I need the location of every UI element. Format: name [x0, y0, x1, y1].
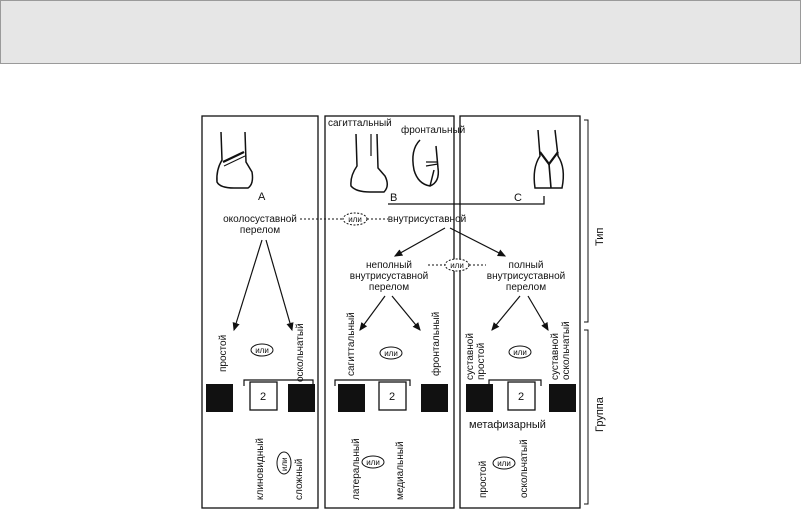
arrow-to-partial — [393, 227, 446, 257]
group-square-a3 — [288, 384, 315, 412]
or-oval-a-group — [250, 343, 274, 357]
b-partial-line1: неполный — [366, 260, 412, 271]
group-bracket-c — [488, 379, 542, 386]
or-label-b-group: или — [384, 349, 398, 358]
group-square-a2 — [249, 381, 278, 411]
group-bracket-a — [243, 379, 314, 386]
or-oval-a-sub — [276, 451, 292, 475]
or-oval-c-group — [508, 345, 532, 359]
arrow-b-left — [359, 295, 386, 331]
arrow-c-right — [527, 295, 549, 332]
b-sub-left: латеральный — [351, 438, 362, 500]
c-sub-left: простой — [478, 461, 489, 498]
or-oval-b-sub — [361, 455, 385, 469]
group-square-a1 — [206, 384, 233, 412]
b-fracture-type: внутрисуставной — [388, 214, 466, 225]
column-c-frame — [459, 115, 581, 509]
a-group-left: простой — [218, 335, 229, 372]
or-label-type: или — [348, 215, 362, 224]
arrow-a-right — [265, 239, 294, 332]
or-oval-c-sub — [492, 456, 516, 470]
type-bracket — [584, 119, 589, 323]
bone-sketch-c — [533, 129, 565, 189]
b-group-right: фронтальный — [430, 312, 442, 376]
a-group-right: оскольчатый — [295, 323, 306, 382]
or-label-b-sub: или — [366, 458, 380, 467]
or-label-partial: или — [450, 261, 464, 270]
top-toolbar-bar — [0, 0, 801, 64]
b-partial-line2: внутрисуставной — [350, 271, 428, 282]
c-group-left-line2: простой — [476, 343, 487, 380]
group-bracket-b — [334, 379, 411, 386]
or-oval-b-group — [379, 346, 403, 360]
c-group-right-line2: оскольчатый — [561, 321, 572, 380]
group-number-a: 2 — [260, 391, 266, 403]
arrow-b-right — [391, 295, 421, 331]
group-square-c1 — [466, 384, 493, 412]
or-label-a-group: или — [255, 346, 269, 355]
bone-sketch-a — [216, 131, 254, 189]
c-group-right-line1: суставной — [550, 333, 561, 380]
column-a-frame — [201, 115, 319, 509]
group-number-c: 2 — [518, 391, 524, 403]
group-bracket — [584, 329, 589, 505]
group-square-b2 — [378, 381, 407, 411]
a-fracture-type-line1: околосуставной — [223, 214, 297, 225]
group-number-b: 2 — [389, 391, 395, 403]
column-b-frame — [324, 115, 455, 509]
b-sub-right: медиальный — [395, 441, 406, 500]
c-complete-line2: внутрисуставной — [487, 271, 565, 282]
c-sub-right: оскольчатый — [519, 439, 530, 498]
or-label-a-sub: или — [280, 457, 289, 471]
arrow-c-left — [491, 295, 521, 331]
c-metaphyseal-label: метафизарный — [469, 419, 546, 431]
a-sub-left: клиновидный — [255, 438, 266, 500]
group-label: Группа — [594, 396, 606, 432]
a-fracture-type-line2: перелом — [240, 225, 280, 236]
a-sub-right: сложный — [294, 459, 305, 500]
c-group-left-line1: суставной — [465, 333, 476, 380]
group-square-c2 — [507, 381, 536, 411]
c-complete-line1: полный — [509, 260, 544, 271]
b-c-bracket — [388, 196, 545, 205]
or-label-c-group: или — [513, 348, 527, 357]
group-square-b3 — [421, 384, 448, 412]
column-a-letter: A — [258, 191, 266, 203]
arrow-a-left — [232, 239, 263, 332]
bone-sketch-b-frontal — [412, 139, 440, 187]
c-complete-line3: перелом — [506, 282, 546, 293]
b-top-left-label: сагиттальный — [328, 118, 392, 129]
type-label: Тип — [594, 228, 606, 246]
b-group-left: сагиттальный — [346, 312, 357, 376]
column-c-letter: C — [514, 192, 522, 204]
b-top-right-label: фронтальный — [401, 124, 465, 136]
column-b-letter: B — [390, 192, 397, 204]
arrow-to-complete — [449, 227, 507, 257]
b-partial-line3: перелом — [369, 282, 409, 293]
bone-sketch-b-sagittal — [350, 133, 388, 193]
group-square-b1 — [338, 384, 365, 412]
group-square-c3 — [549, 384, 576, 412]
or-label-c-sub: или — [497, 459, 511, 468]
